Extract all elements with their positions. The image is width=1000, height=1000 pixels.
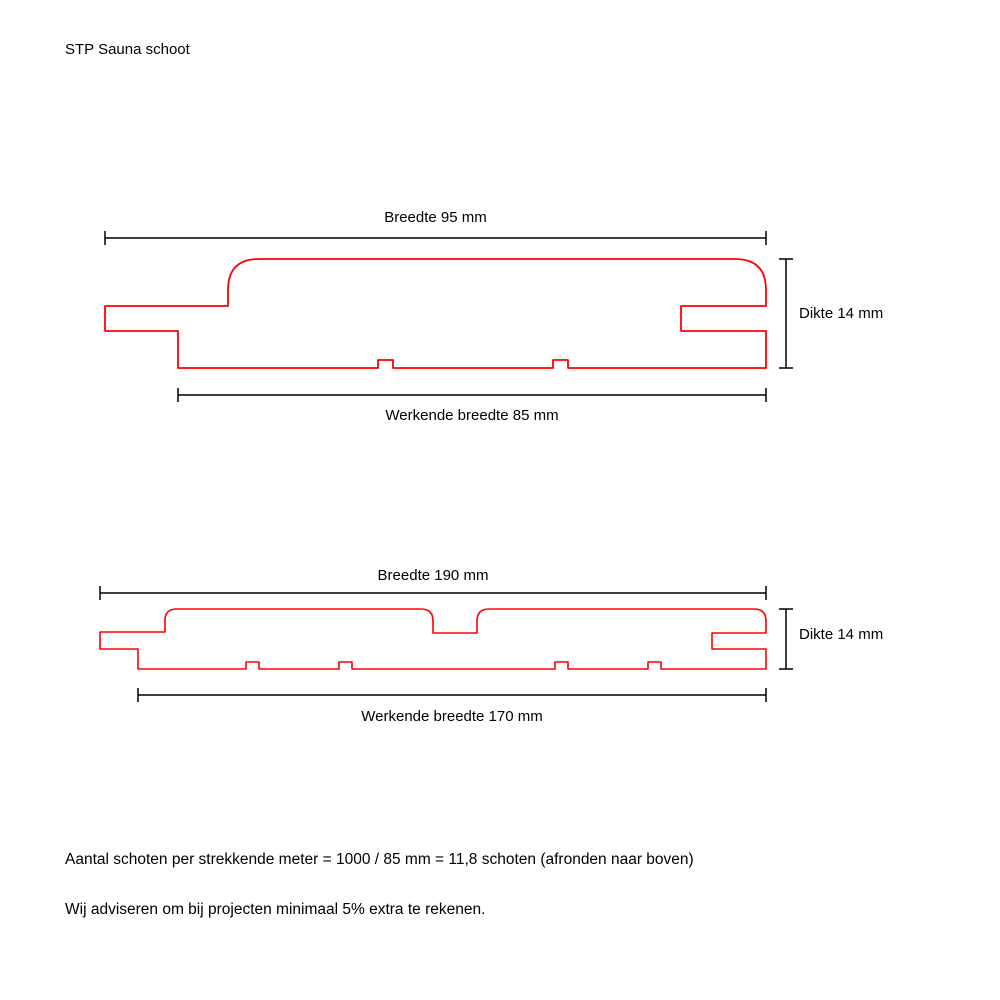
profile2-breedte-label: Breedte 190 mm — [377, 567, 489, 584]
profile2-werkende-label: Werkende breedte 170 mm — [361, 708, 543, 725]
profile2-werkende-dimension-line — [137, 688, 767, 702]
profile2-breedte-dimension-line — [99, 586, 767, 600]
profile1-werkende-dimension-line — [177, 388, 767, 402]
profile1-breedte-label: Breedte 95 mm — [384, 209, 487, 226]
profile2-dikte-label: Dikte 14 mm — [799, 626, 884, 643]
note-advice: Wij adviseren om bij projecten minimaal … — [65, 901, 486, 918]
profile2-board-outline — [99, 608, 767, 670]
profile2-dikte-dimension-line — [779, 608, 793, 670]
profile1-dikte-dimension-line — [779, 258, 793, 369]
profile1-board-outline — [104, 258, 767, 369]
page-title: STP Sauna schoot — [65, 41, 190, 58]
profile1-werkende-label: Werkende breedte 85 mm — [385, 407, 559, 424]
note-calculation: Aantal schoten per strekkende meter = 10… — [65, 851, 694, 868]
profile1-dikte-label: Dikte 14 mm — [799, 305, 884, 322]
profile1-breedte-dimension-line — [104, 231, 767, 245]
